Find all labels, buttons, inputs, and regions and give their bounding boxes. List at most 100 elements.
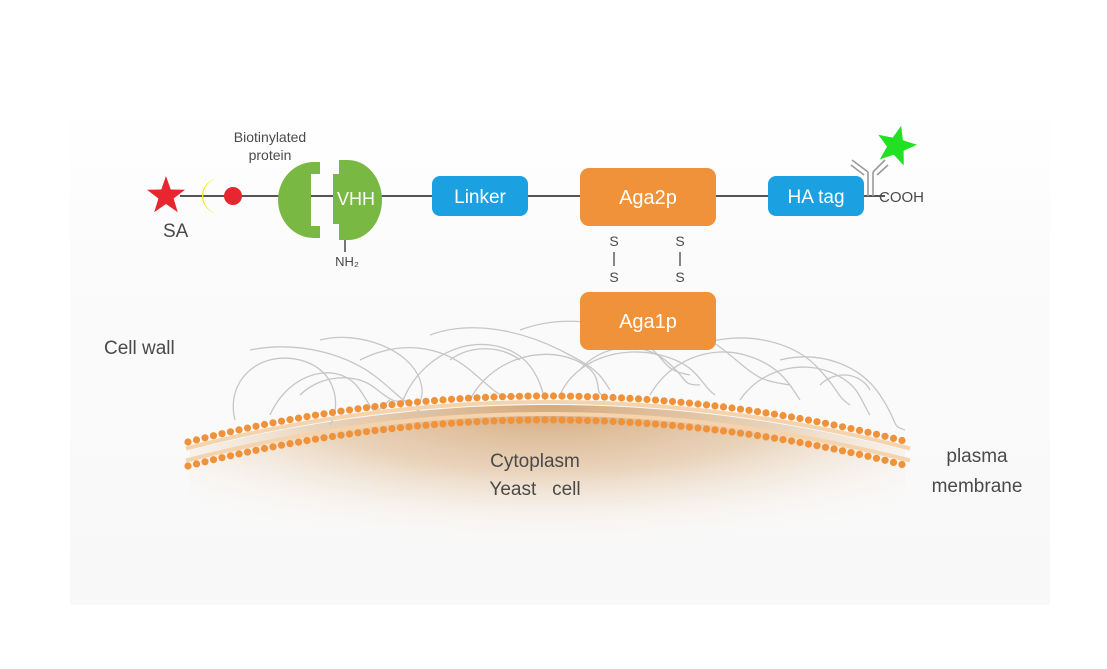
lipid-head-outer (626, 394, 634, 402)
lipid-head-outer (838, 423, 847, 431)
lipid-head-outer (566, 392, 575, 400)
lipid-head-outer (651, 396, 660, 404)
cell-wall-fiber (399, 343, 546, 411)
lipid-head-outer (515, 392, 524, 400)
cell-wall-fiber (739, 366, 871, 416)
lipid-head-outer (592, 393, 600, 401)
membrane-label-line2: membrane (932, 476, 1023, 497)
lipid-head-inner (379, 426, 388, 434)
lipid-head-inner (770, 434, 779, 442)
lipid-head-inner (677, 422, 685, 430)
lipid-head-outer (787, 413, 796, 421)
lipid-head-outer (464, 394, 473, 402)
cytoplasm-region (190, 405, 905, 600)
lipid-head-outer (184, 438, 192, 446)
lipid-head-outer (235, 426, 243, 434)
lipid-head-outer (337, 407, 345, 415)
lipid-head-inner (235, 450, 243, 458)
lipid-head-inner (813, 442, 821, 450)
lipid-head-outer (855, 426, 864, 434)
lipid-head-inner (549, 416, 558, 424)
aga2p-label: Aga2p (619, 187, 677, 209)
lipid-head-inner (821, 443, 830, 451)
lipid-head-inner (413, 422, 422, 430)
lipid-head-outer (677, 398, 685, 406)
lipid-head-inner (609, 417, 617, 426)
cell-wall-fiber (449, 348, 521, 361)
lipid-head-outer (796, 414, 804, 423)
lipid-head-inner (243, 448, 252, 456)
lipid-head-outer (711, 402, 719, 410)
cell-wall-fiber (469, 353, 606, 401)
cytoplasm-label: Cytoplasm (490, 451, 580, 472)
plasma-membrane (184, 392, 911, 470)
lipid-head-inner (481, 417, 490, 425)
lipid-head-outer (779, 412, 787, 420)
lipid-head-inner (668, 421, 677, 430)
lipid-head-inner (269, 443, 277, 451)
disulfide-s-bottom-right: S (675, 269, 684, 285)
lipid-head-outer (396, 400, 405, 408)
lipid-head-outer (524, 392, 532, 400)
lipid-head-outer (320, 410, 328, 418)
cell-wall-fiber (649, 351, 801, 401)
lipid-head-outer (218, 430, 226, 438)
cell-wall-fibers (232, 316, 906, 431)
ha-tag-box (768, 176, 864, 216)
lipid-head-inner (507, 416, 515, 425)
lipid-head-inner (303, 437, 311, 445)
lipid-head-inner (218, 454, 226, 462)
disulfide-s-top-right: S (675, 233, 684, 249)
lipid-head-outer (456, 395, 464, 403)
lipid-head-outer (889, 434, 898, 442)
sa-label: SA (163, 221, 189, 242)
lipid-head-inner (830, 445, 838, 453)
lipid-head-outer (388, 401, 396, 409)
lipid-head-inner (277, 441, 286, 449)
biotin-dot (224, 187, 242, 205)
lipid-head-outer (864, 428, 872, 436)
lipid-head-inner (439, 420, 447, 428)
lipid-head-outer (830, 421, 838, 429)
lipid-head-outer (770, 410, 779, 418)
vhh-label: VHH (337, 189, 375, 209)
aga1p-box (580, 292, 716, 350)
lipid-head-inner (694, 424, 702, 432)
lipid-head-inner (566, 416, 575, 424)
lipid-head-outer (490, 393, 498, 401)
lipid-head-outer (354, 405, 362, 413)
lipid-head-inner (889, 458, 898, 466)
lipid-head-outer (762, 409, 770, 417)
lipid-head-outer (243, 424, 252, 432)
lipid-head-inner (728, 428, 736, 436)
lipid-head-outer (609, 393, 617, 402)
lipid-head-outer (558, 392, 566, 400)
lipid-head-outer (413, 398, 422, 406)
cell-wall-label: Cell wall (104, 338, 175, 359)
lipid-head-inner (881, 456, 889, 464)
cooh-label: COOH (879, 189, 924, 206)
lipid-head-outer (872, 430, 881, 438)
lipid-head-inner (388, 425, 396, 433)
lipid-head-outer (643, 395, 651, 404)
lipid-head-inner (745, 430, 753, 438)
lipid-head-inner (787, 437, 796, 445)
lipid-head-inner (872, 454, 881, 462)
linker-label: Linker (454, 187, 506, 208)
lipid-head-outer (345, 406, 354, 414)
lipid-head-outer (371, 403, 379, 411)
lipid-head-inner (711, 426, 719, 434)
lipid-head-outer (379, 402, 388, 410)
lipid-head-outer (252, 422, 260, 430)
linker-box (432, 176, 528, 216)
lipid-head-inner (719, 427, 728, 435)
lipid-head-inner (762, 433, 770, 441)
lipid-head-inner (473, 418, 481, 426)
lipid-head-inner (260, 444, 269, 453)
lipid-head-outer (498, 393, 507, 401)
lipid-head-inner (226, 452, 235, 460)
lipid-head-inner (286, 440, 294, 448)
lipid-head-inner (847, 449, 855, 457)
